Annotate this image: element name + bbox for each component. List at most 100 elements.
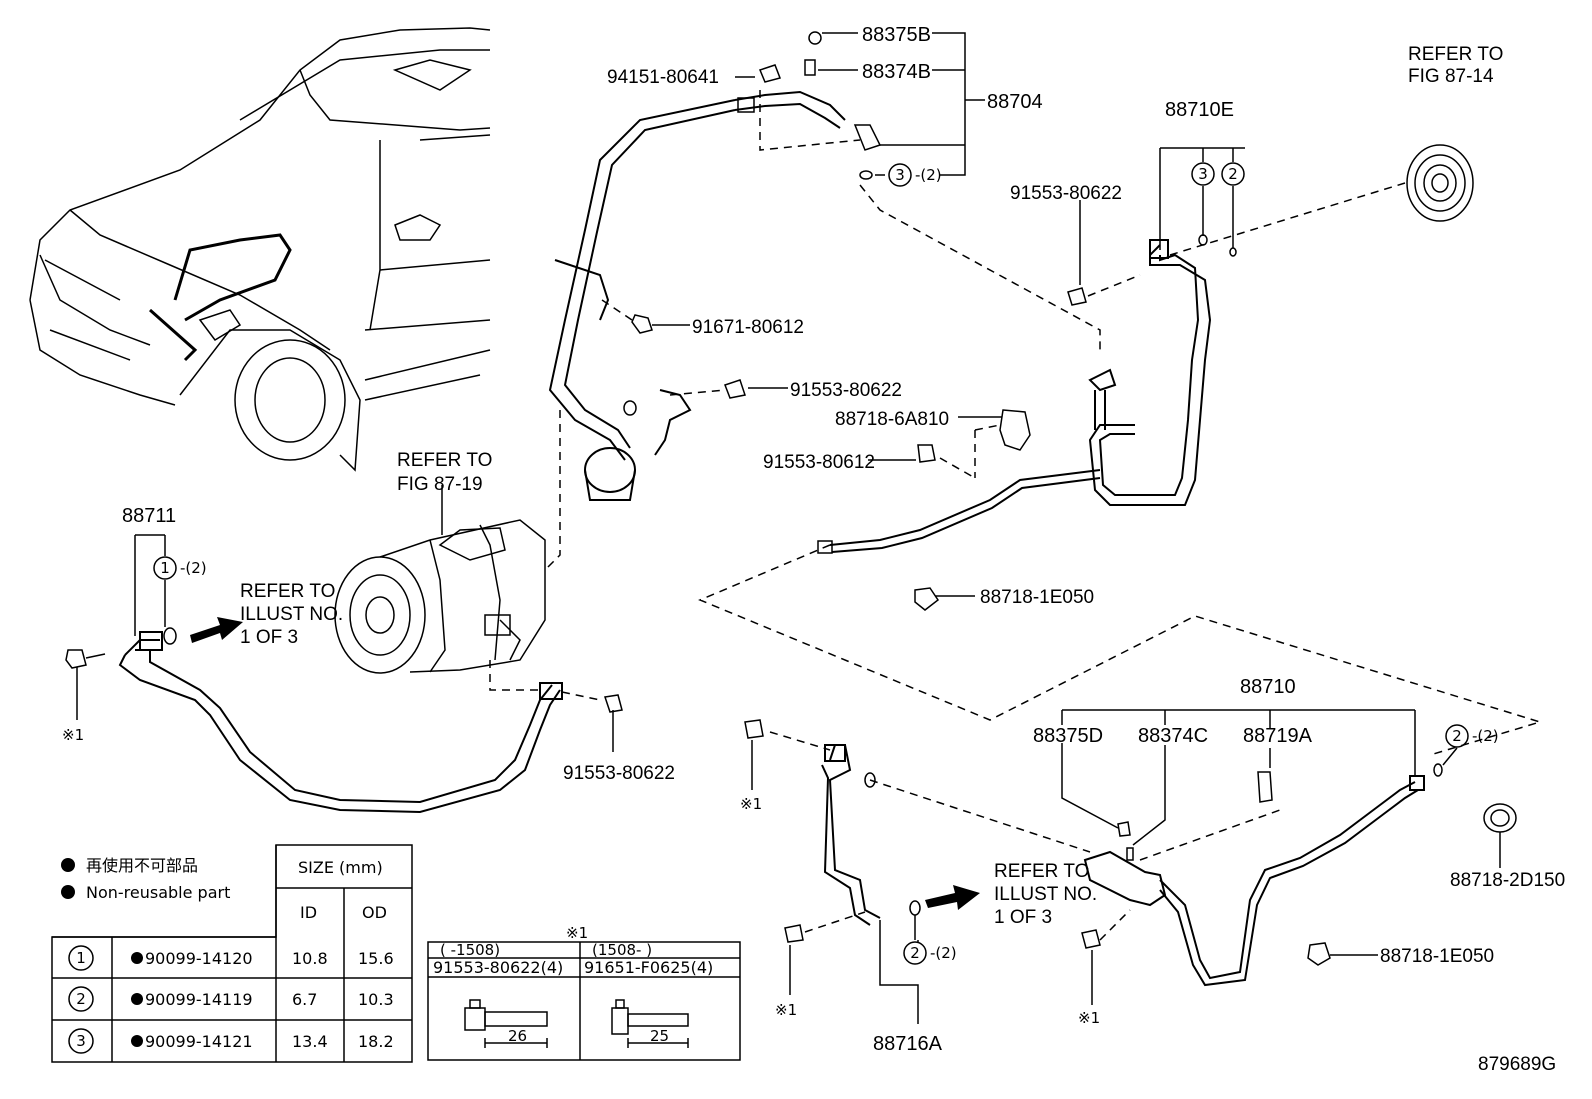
diagram-id: 879689G (1478, 1054, 1556, 1075)
pipe-88716A (821, 744, 881, 926)
svg-text:2: 2 (76, 990, 86, 1008)
vehicle-illustration (29, 27, 491, 472)
svg-text:90099-14120: 90099-14120 (145, 949, 253, 968)
qty-label: -(2) (180, 559, 207, 577)
size-table-header: SIZE (mm) (298, 858, 383, 877)
legend-jp: 再使用不可部品 (86, 856, 198, 875)
bullet-icon (61, 858, 75, 872)
bolt-icon-91553-bottom (561, 691, 623, 713)
refer-illust-right-line1: REFER TO (994, 861, 1089, 882)
bolt-table-mark: ※1 (566, 924, 588, 942)
part-label-91671-80612: 91671-80612 (692, 317, 804, 338)
clamp-icon-1E050-top (914, 587, 940, 611)
part-label-94151-80641: 94151-80641 (607, 67, 719, 88)
ref-mark: ※1 (1078, 1009, 1100, 1027)
bolt-icon-91553-mid (669, 379, 746, 399)
part-label-91553-80622-bottom: 91553-80622 (563, 763, 675, 784)
refer-fig-87-14-line1: REFER TO (1408, 44, 1503, 65)
bolt-table (427, 941, 741, 1061)
part-label-88704: 88704 (987, 91, 1043, 113)
refer-illust-right-line2: ILLUST NO. (994, 884, 1097, 905)
bullet-icon (61, 885, 75, 899)
svg-text:90099-14119: 90099-14119 (145, 990, 253, 1009)
svg-text:10.3: 10.3 (358, 990, 394, 1009)
bolt-icon-lower-right (1081, 909, 1131, 949)
part-label-88718-2D150: 88718-2D150 (1450, 870, 1565, 891)
bolt-table-col2-part: 91651-F0625(4) (584, 958, 713, 977)
pipe-fitting (654, 389, 692, 456)
clip-icon-94151 (758, 64, 781, 83)
bolt-icon-91553-top (1067, 274, 1141, 306)
svg-text:2: 2 (1452, 727, 1462, 745)
ref-mark: ※1 (62, 726, 84, 744)
ref-mark: ※1 (775, 1001, 797, 1019)
arrow-icon-right (925, 885, 980, 910)
cap-icon-88375D (1117, 821, 1131, 837)
part-label-91553-80622-mid: 91553-80622 (790, 380, 902, 401)
part-label-88718-1E050-top: 88718-1E050 (980, 587, 1094, 608)
arrow-icon-left (190, 617, 243, 643)
qty-label: -(2) (1472, 727, 1499, 745)
cap-icon-88375B (808, 31, 822, 45)
size-table-col-od: OD (362, 903, 387, 922)
upper-suction-hose (548, 90, 846, 501)
part-label-88711: 88711 (122, 505, 176, 527)
liquid-pipe (829, 469, 1101, 546)
part-label-88710E: 88710E (1165, 99, 1234, 121)
clamp-icon-6A810 (999, 409, 1031, 451)
bolt-len-2: 25 (650, 1027, 669, 1045)
refer-fig-87-14-line2: FIG 87-14 (1408, 66, 1494, 87)
pipe-88710E (1088, 239, 1212, 506)
bolt-icon-91553 (464, 999, 548, 1048)
size-table-col-id: ID (300, 903, 317, 922)
part-label-88374B: 88374B (862, 61, 931, 83)
ref-mark: ※1 (740, 795, 762, 813)
discharge-hose-88711 (118, 631, 563, 814)
bolt-table-col1-part: 91553-80622(4) (433, 958, 563, 977)
o-ring-icon-3 (1198, 234, 1208, 246)
svg-text:1: 1 (160, 559, 170, 577)
bolt-icon-91553-80612 (917, 424, 1001, 479)
svg-text:1: 1 (76, 949, 86, 967)
hose-fitting (737, 97, 755, 113)
part-label-88710: 88710 (1240, 676, 1296, 698)
refer-fig-87-19-line2: FIG 87-19 (397, 474, 483, 495)
part-label-88718-6A810: 88718-6A810 (835, 409, 949, 430)
qty-label: -(2) (915, 166, 942, 184)
refer-illust-right-line3: 1 OF 3 (994, 907, 1052, 928)
part-label-88375B: 88375B (862, 24, 931, 46)
leader-lines (76, 32, 1501, 1024)
svg-text:3: 3 (76, 1032, 86, 1050)
part-label-91553-80622-top: 91553-80622 (1010, 183, 1122, 204)
compressor-illustration (334, 519, 546, 674)
part-label-88718-1E050-bottom: 88718-1E050 (1380, 946, 1494, 967)
pipe-88710 (1083, 775, 1425, 987)
svg-text:18.2: 18.2 (358, 1032, 394, 1051)
bolt-icon-91671 (601, 299, 653, 334)
bolt-icon-lower-left (744, 719, 866, 943)
svg-text:13.4: 13.4 (292, 1032, 328, 1051)
valve-core-icon-88374C (1126, 847, 1134, 861)
valve-core-icon-88374B (804, 59, 816, 76)
o-ring-icon-2 (1229, 247, 1237, 257)
bolt-icon-left (65, 649, 106, 669)
part-label-88374C: 88374C (1138, 725, 1208, 747)
clamp-icon-1E050-bottom (1307, 942, 1331, 966)
bolt-len-1: 26 (508, 1027, 527, 1045)
o-ring-icon-mid (623, 400, 637, 416)
refer-illust-left-line2: ILLUST NO. (240, 604, 343, 625)
part-label-88375D: 88375D (1033, 725, 1103, 747)
part-label-88719A: 88719A (1243, 725, 1313, 747)
service-valve-icon (853, 124, 882, 151)
svg-text:2: 2 (1228, 165, 1238, 183)
bolt-table-col2-range: (1508- ) (592, 941, 652, 959)
clip-icon-2D150 (1483, 803, 1517, 833)
bolt-icon-91651 (611, 999, 689, 1048)
size-table-row-2: 2 90099-14119 6.7 10.3 (68, 986, 394, 1012)
qty-label: -(2) (930, 944, 957, 962)
o-ring-icon-88711 (163, 627, 177, 645)
svg-text:3: 3 (1198, 165, 1208, 183)
bolt-table-col1-range: ( -1508) (440, 941, 500, 959)
part-label-91553-80612: 91553-80612 (763, 452, 875, 473)
